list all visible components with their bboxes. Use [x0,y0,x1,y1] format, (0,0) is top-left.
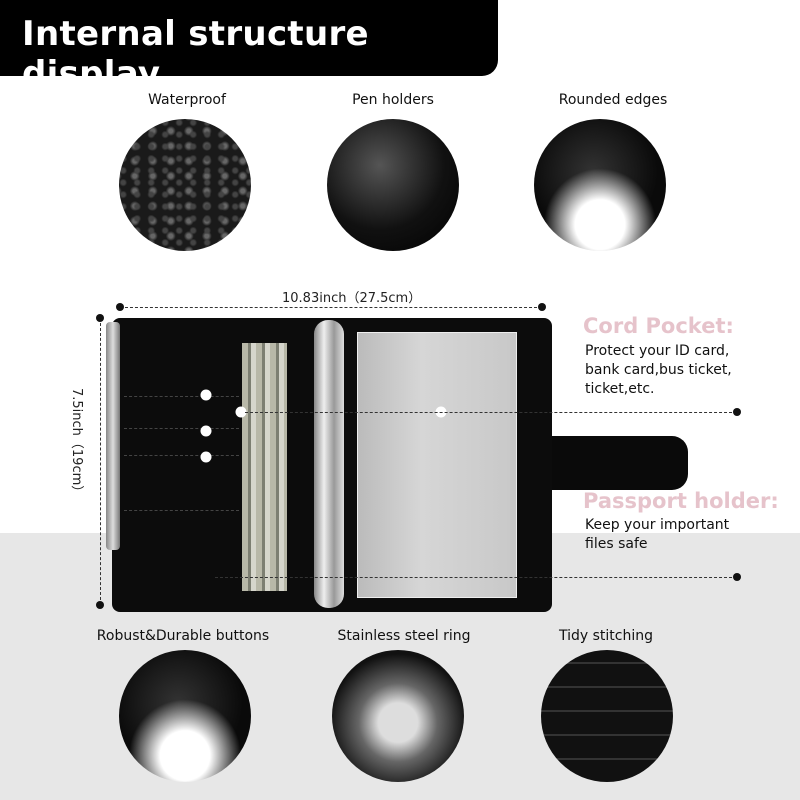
feature-label-stitching: Tidy stitching [558,628,654,644]
steel-ring-photo [332,650,464,782]
dim-dot [96,314,104,322]
text-line: files safe [585,536,648,552]
feature-label-rounded-edges: Rounded edges [558,92,668,108]
steel-ring [314,320,344,608]
feature-label-buttons: Robust&Durable buttons [96,628,270,644]
dim-dot [96,601,104,609]
cord-pocket-text: Protect your ID card, bank card,bus tick… [585,342,732,399]
pen [106,322,120,550]
dim-dot [538,303,546,311]
marker-dot [235,406,247,418]
stitching-photo [541,650,673,782]
pen-holder-photo [327,119,459,251]
callout-dot [733,408,741,416]
snap-strap [545,436,688,490]
waterproof-photo [119,119,251,251]
passport-holder-text: Keep your important files safe [585,516,729,554]
height-line [100,318,101,605]
height-dimension: 7.5inch（19cm） [69,388,84,499]
card-slot [124,455,239,456]
zipper-sleeve [357,332,517,598]
cash-bills [242,343,287,591]
callout-line-cord [245,412,737,413]
text-line: Protect your ID card, [585,343,730,359]
buttons-photo [119,650,251,782]
text-line: ticket,etc. [585,381,655,397]
callout-dot [733,573,741,581]
rounded-edges-photo [534,119,666,251]
card-slot [124,510,239,511]
passport-holder-title: Passport holder: [583,489,779,513]
marker-dot [200,451,212,463]
text-line: Keep your important [585,517,730,533]
cord-pocket-title: Cord Pocket: [583,314,734,338]
card-slot [124,428,239,429]
header-banner: Internal structure display [0,0,498,94]
marker-dot [200,425,212,437]
callout-line-passport [215,577,737,578]
width-line [120,307,542,308]
width-dimension: 10.83inch（27.5cm） [282,291,422,306]
card-slot [124,396,239,397]
feature-label-pen-holders: Pen holders [352,92,434,108]
text-line: bank card,bus ticket, [585,362,732,378]
marker-dot [200,389,212,401]
feature-label-waterproof: Waterproof [148,92,226,108]
page-title: Internal structure display [22,14,369,94]
dim-dot [116,303,124,311]
feature-label-steel-ring: Stainless steel ring [337,628,471,644]
